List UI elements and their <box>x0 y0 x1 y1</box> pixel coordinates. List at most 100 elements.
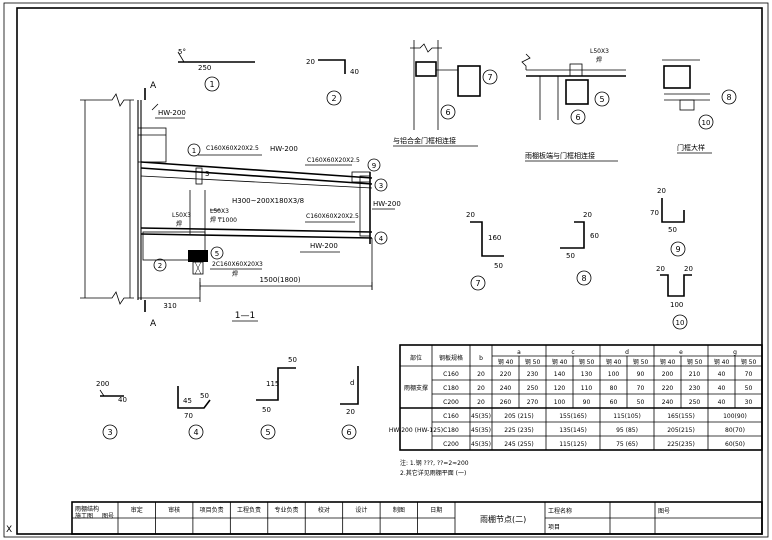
detail-5-num: 5 <box>265 428 270 437</box>
detail-door-connection: 7 6 与铝合金门框相连接 <box>393 40 498 147</box>
hw-label-top: HW-200 <box>158 109 186 117</box>
table-cell-b: 20 <box>477 399 485 406</box>
hw-label-mid: HW-200 <box>270 145 298 153</box>
detail-3-dim-b: 40 <box>118 396 127 404</box>
detail-6-profile: d 20 6 <box>340 366 359 440</box>
outer-border <box>3 2 769 538</box>
detail-9-dim-top: 20 <box>657 187 666 195</box>
table-cell: 60 <box>610 399 618 406</box>
detail-4-dim-b: 50 <box>200 392 209 400</box>
table-cell: 230 <box>689 385 701 392</box>
table-cell: 165(155) <box>667 413 695 420</box>
detail-7-caption: 与铝合金门框相连接 <box>393 136 456 145</box>
table-hdr-b: b <box>479 355 483 362</box>
table-cell: 250 <box>527 385 539 392</box>
table-sub-50: 钢 50 <box>579 358 595 366</box>
callout-3: 3 <box>379 182 383 190</box>
table-sub-50: 钢 50 <box>633 358 649 366</box>
table-sub-50: 钢 50 <box>741 358 757 366</box>
detail-2: 20 40 2 <box>306 58 359 106</box>
detail-10-profile: 20 20 100 10 <box>656 265 693 330</box>
detail-9-dim-side: 70 <box>650 209 659 217</box>
detail-7b-dim-side: 160 <box>488 234 501 242</box>
sheet-label: 图号 <box>658 508 670 515</box>
title-cell-7: 制图 <box>393 506 405 514</box>
table-cell: 200 <box>662 371 674 378</box>
detail-1-num: 1 <box>209 80 214 89</box>
title-block: 雨棚结构 施工图 图号 审定审核项目负责工程负责专业负责校对设计制图日期 雨棚节… <box>71 501 763 535</box>
table-cell: 60(50) <box>725 441 745 448</box>
detail-6-num: 6 <box>346 428 351 437</box>
table-row-part: HW-200 (HW-125) <box>389 427 443 434</box>
table-cell: 220 <box>662 385 674 392</box>
table-cell: 225(235) <box>667 441 695 448</box>
table-cell: 100(90) <box>723 413 747 420</box>
table-cell: 220 <box>500 371 512 378</box>
table-hdr-part: 部位 <box>410 354 422 362</box>
table-cell-b: 45(35) <box>471 441 491 448</box>
detail-10b-dim-bot: 100 <box>670 301 683 309</box>
table-cell: 100 <box>608 371 620 378</box>
detail-8-ref2: 5 <box>599 95 604 104</box>
table-cell: 95 (85) <box>616 427 638 434</box>
table-cell: 205 (215) <box>504 413 534 420</box>
detail-2-num: 2 <box>331 94 336 103</box>
table-cell: 40 <box>718 371 726 378</box>
detail-door-frame: 8 10 门框大样 <box>662 59 737 154</box>
table-cell-spec: C200 <box>443 399 459 406</box>
table-cell: 50 <box>637 399 645 406</box>
detail-3-num: 3 <box>107 428 112 437</box>
table-cell: 40 <box>718 385 726 392</box>
table-hdr-spec: 钢板规格 <box>439 354 463 362</box>
table-cell: 50 <box>745 385 753 392</box>
detail-10b-dim-l: 20 <box>656 265 665 273</box>
detail-5-profile: 50 115 50 5 <box>256 356 297 440</box>
bottom-channel-sub: 焊 <box>232 270 238 278</box>
detail-canopy-door: L50X3 焊 5 6 雨棚板端与门框相连接 <box>521 48 626 162</box>
dim-3: 3 <box>205 170 209 178</box>
table-cell-spec: C180 <box>443 385 459 392</box>
table-cell: 205(215) <box>667 427 695 434</box>
table-note-1: 注: 1.钢 ???, ??=2≈200 <box>400 459 469 467</box>
table-cell: 135(145) <box>559 427 587 434</box>
table-cell: 155(165) <box>559 413 587 420</box>
table-group-d: d <box>625 349 629 356</box>
span-label: 1500(1800) <box>259 276 300 284</box>
detail-8-label: L50X3 <box>590 48 609 55</box>
callout-9: 9 <box>372 162 376 170</box>
detail-5-dim-a: 50 <box>288 356 297 364</box>
table-sub-50: 钢 50 <box>525 358 541 366</box>
title-cell-3: 工程负责 <box>237 506 261 514</box>
detail-2-dim-b: 40 <box>350 68 359 76</box>
detail-7b-num: 7 <box>475 279 480 288</box>
corner-mark: X <box>6 525 12 535</box>
detail-8-label-sub: 焊 <box>596 56 602 64</box>
detail-9-profile: 20 70 50 9 <box>650 187 686 257</box>
detail-6-dim-b: 20 <box>346 408 355 416</box>
h-beam-label: H300~200X180X3/8 <box>232 197 304 205</box>
table-cell-b: 20 <box>477 385 485 392</box>
table-cell: 130 <box>581 371 593 378</box>
detail-4-profile: 45 50 70 4 <box>177 386 211 440</box>
table-cell: 115(125) <box>559 441 587 448</box>
detail-2-dim-a: 20 <box>306 58 315 66</box>
table-cell: 100 <box>554 399 566 406</box>
table-cell: 75 (65) <box>616 441 638 448</box>
table-cell: 115(105) <box>613 413 641 420</box>
table-cell: 40 <box>718 399 726 406</box>
table-sub-40: 钢 40 <box>552 358 568 366</box>
detail-8-profile: 20 60 50 8 <box>560 211 599 286</box>
angle-label-2: L50X3 <box>172 212 191 219</box>
table-sub-40: 钢 40 <box>606 358 622 366</box>
detail-8-caption: 雨棚板端与门框相连接 <box>525 151 595 160</box>
detail-7-ref: 6 <box>445 108 450 117</box>
table-sub-40: 钢 40 <box>714 358 730 366</box>
title-col1-a: 雨棚结构 <box>75 505 99 513</box>
detail-7-num: 7 <box>487 73 492 82</box>
table-group-c: c <box>571 349 574 356</box>
table-row-part: 雨棚支撑 <box>404 384 428 392</box>
table-cell: 270 <box>527 399 539 406</box>
table-group-a: a <box>517 349 521 356</box>
